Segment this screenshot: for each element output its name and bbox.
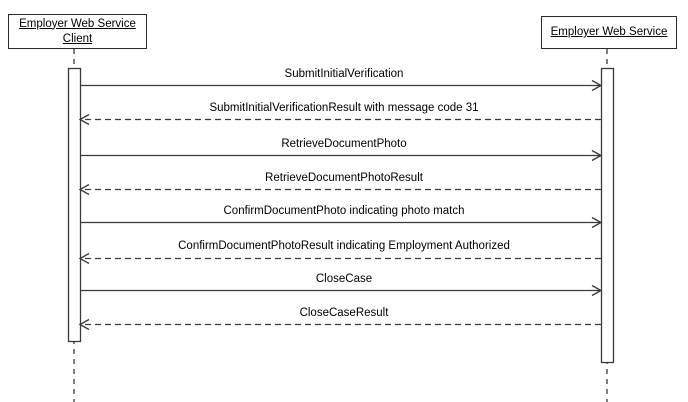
- message-arrowhead-1: [591, 79, 603, 92]
- message-label-8: CloseCaseResult: [299, 307, 389, 319]
- message-label-7: CloseCase: [315, 273, 373, 285]
- message-label-4: RetrieveDocumentPhotoResult: [265, 172, 423, 184]
- message-arrowhead-5: [591, 216, 603, 229]
- message-label-3: RetrieveDocumentPhoto: [281, 138, 407, 150]
- message-arrowhead-4: [78, 183, 90, 196]
- activation-bar-service[interactable]: [600, 67, 615, 364]
- participant-box-client[interactable]: Employer Web Service Client: [8, 14, 147, 49]
- participant-label-client-line2: Client: [62, 32, 93, 45]
- message-arrowhead-6: [78, 252, 90, 265]
- message-arrowhead-2: [78, 113, 90, 126]
- participant-box-service[interactable]: Employer Web Service: [541, 16, 677, 49]
- message-label-5: ConfirmDocumentPhoto indicating photo ma…: [223, 205, 465, 217]
- message-label-2: SubmitInitialVerificationResult with mes…: [209, 102, 479, 114]
- activation-bar-group: [67, 67, 615, 364]
- participant-label-service-line1: Employer Web Service: [550, 26, 668, 38]
- participant-label-client-line1: Employer Web Service: [19, 17, 136, 30]
- message-label-1: SubmitInitialVerification: [284, 68, 404, 80]
- message-label-6: ConfirmDocumentPhotoResult indicating Em…: [178, 240, 510, 252]
- message-arrowhead-7: [591, 284, 603, 297]
- message-arrowhead-3: [591, 149, 603, 162]
- message-arrowhead-8: [78, 318, 90, 331]
- activation-bar-client[interactable]: [67, 67, 82, 343]
- message-line-group: [78, 79, 603, 331]
